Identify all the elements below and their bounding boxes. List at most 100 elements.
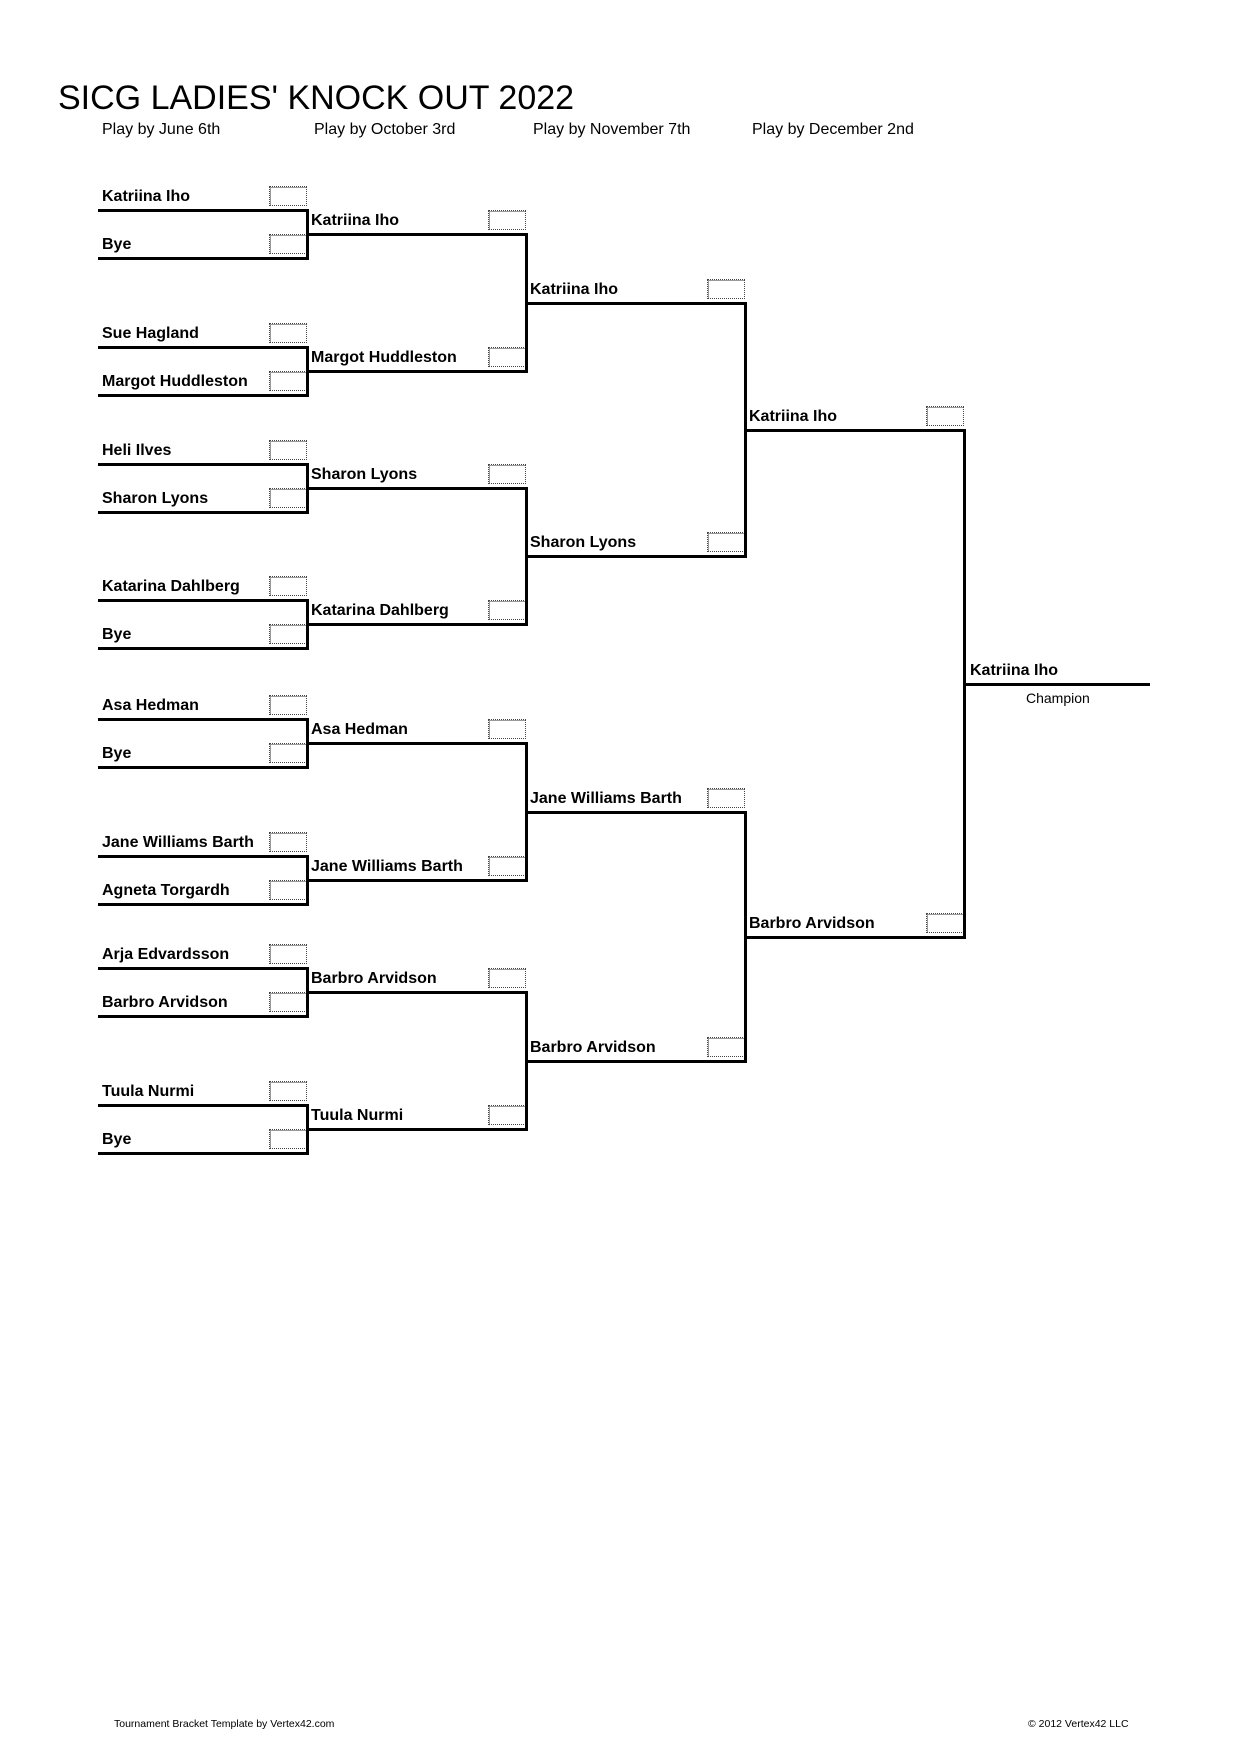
bracket-line — [745, 936, 966, 939]
score-box[interactable] — [269, 440, 307, 460]
bracket-line — [307, 1128, 528, 1131]
player-name: Jane Williams Barth — [102, 834, 254, 851]
score-box[interactable] — [488, 1105, 526, 1125]
round-1-label: Play by June 6th — [102, 121, 221, 138]
bracket-line — [98, 1015, 309, 1018]
player-name: Arja Edvardsson — [102, 946, 230, 963]
player-name: Bye — [102, 745, 132, 762]
player-name: Agneta Torgardh — [102, 882, 230, 899]
player-name: Katriina Iho — [311, 212, 400, 229]
score-box[interactable] — [488, 347, 526, 367]
bracket-line — [98, 257, 309, 260]
player-name: Bye — [102, 1131, 132, 1148]
player-name: Heli Ilves — [102, 442, 172, 459]
score-box[interactable] — [488, 968, 526, 988]
champion-line — [966, 683, 1150, 686]
player-name: Margot Huddleston — [311, 349, 457, 366]
bracket-line — [307, 370, 528, 373]
score-box[interactable] — [488, 600, 526, 620]
player-name: Katarina Dahlberg — [311, 602, 449, 619]
bracket-line — [98, 967, 309, 970]
score-box[interactable] — [926, 913, 964, 933]
bracket-line — [307, 487, 528, 490]
page-title: SICG LADIES' KNOCK OUT 2022 — [58, 79, 575, 117]
bracket-connector — [963, 429, 966, 939]
score-box[interactable] — [269, 186, 307, 206]
score-box[interactable] — [488, 464, 526, 484]
bracket-line — [98, 1152, 309, 1155]
bracket-line — [98, 511, 309, 514]
bracket-line — [98, 394, 309, 397]
bracket-line — [98, 718, 309, 721]
bracket-line — [307, 879, 528, 882]
player-name: Sue Hagland — [102, 325, 199, 342]
bracket-line — [526, 555, 747, 558]
footer-copyright: © 2012 Vertex42 LLC — [1028, 1718, 1129, 1730]
player-name: Katriina Iho — [530, 281, 619, 298]
score-box[interactable] — [269, 323, 307, 343]
score-box[interactable] — [269, 234, 307, 254]
score-box[interactable] — [488, 719, 526, 739]
bracket-line — [98, 766, 309, 769]
score-box[interactable] — [269, 1129, 307, 1149]
round-3-label: Play by November 7th — [533, 121, 691, 138]
score-box[interactable] — [269, 743, 307, 763]
bracket-line — [98, 463, 309, 466]
player-name: Sharon Lyons — [311, 466, 418, 483]
bracket-line — [526, 1060, 747, 1063]
score-box[interactable] — [707, 1037, 745, 1057]
score-box[interactable] — [707, 532, 745, 552]
bracket-line — [98, 1104, 309, 1107]
score-box[interactable] — [269, 992, 307, 1012]
player-name: Asa Hedman — [102, 697, 199, 714]
player-name: Tuula Nurmi — [102, 1083, 195, 1100]
score-box[interactable] — [269, 576, 307, 596]
player-name: Tuula Nurmi — [311, 1107, 404, 1124]
score-box[interactable] — [269, 944, 307, 964]
score-box[interactable] — [269, 1081, 307, 1101]
bracket-line — [526, 811, 747, 814]
bracket-line — [98, 855, 309, 858]
player-name: Katarina Dahlberg — [102, 578, 240, 595]
bracket-line — [98, 647, 309, 650]
player-name: Barbro Arvidson — [102, 994, 228, 1011]
champion-label: Champion — [1026, 690, 1090, 706]
score-box[interactable] — [488, 856, 526, 876]
score-box[interactable] — [269, 488, 307, 508]
bracket-line — [98, 209, 309, 212]
player-name: Barbro Arvidson — [311, 970, 437, 987]
bracket-line — [745, 429, 966, 432]
player-name: Barbro Arvidson — [749, 915, 875, 932]
bracket-line — [98, 599, 309, 602]
footer-credit: Tournament Bracket Template by Vertex42.… — [114, 1718, 335, 1730]
score-box[interactable] — [488, 210, 526, 230]
bracket-line — [98, 903, 309, 906]
round-4-label: Play by December 2nd — [752, 121, 914, 138]
champion-name: Katriina Iho — [970, 662, 1059, 679]
player-name: Jane Williams Barth — [530, 790, 682, 807]
bracket-line — [307, 991, 528, 994]
score-box[interactable] — [269, 624, 307, 644]
bracket-line — [98, 346, 309, 349]
player-name: Bye — [102, 236, 132, 253]
round-2-label: Play by October 3rd — [314, 121, 456, 138]
player-name: Sharon Lyons — [530, 534, 637, 551]
player-name: Sharon Lyons — [102, 490, 209, 507]
bracket-line — [307, 623, 528, 626]
score-box[interactable] — [269, 880, 307, 900]
score-box[interactable] — [926, 406, 964, 426]
bracket-line — [307, 233, 528, 236]
player-name: Asa Hedman — [311, 721, 408, 738]
player-name: Katriina Iho — [102, 188, 191, 205]
player-name: Margot Huddleston — [102, 373, 248, 390]
player-name: Jane Williams Barth — [311, 858, 463, 875]
score-box[interactable] — [269, 695, 307, 715]
player-name: Barbro Arvidson — [530, 1039, 656, 1056]
score-box[interactable] — [269, 371, 307, 391]
score-box[interactable] — [269, 832, 307, 852]
bracket-line — [307, 742, 528, 745]
score-box[interactable] — [707, 279, 745, 299]
score-box[interactable] — [707, 788, 745, 808]
player-name: Bye — [102, 626, 132, 643]
